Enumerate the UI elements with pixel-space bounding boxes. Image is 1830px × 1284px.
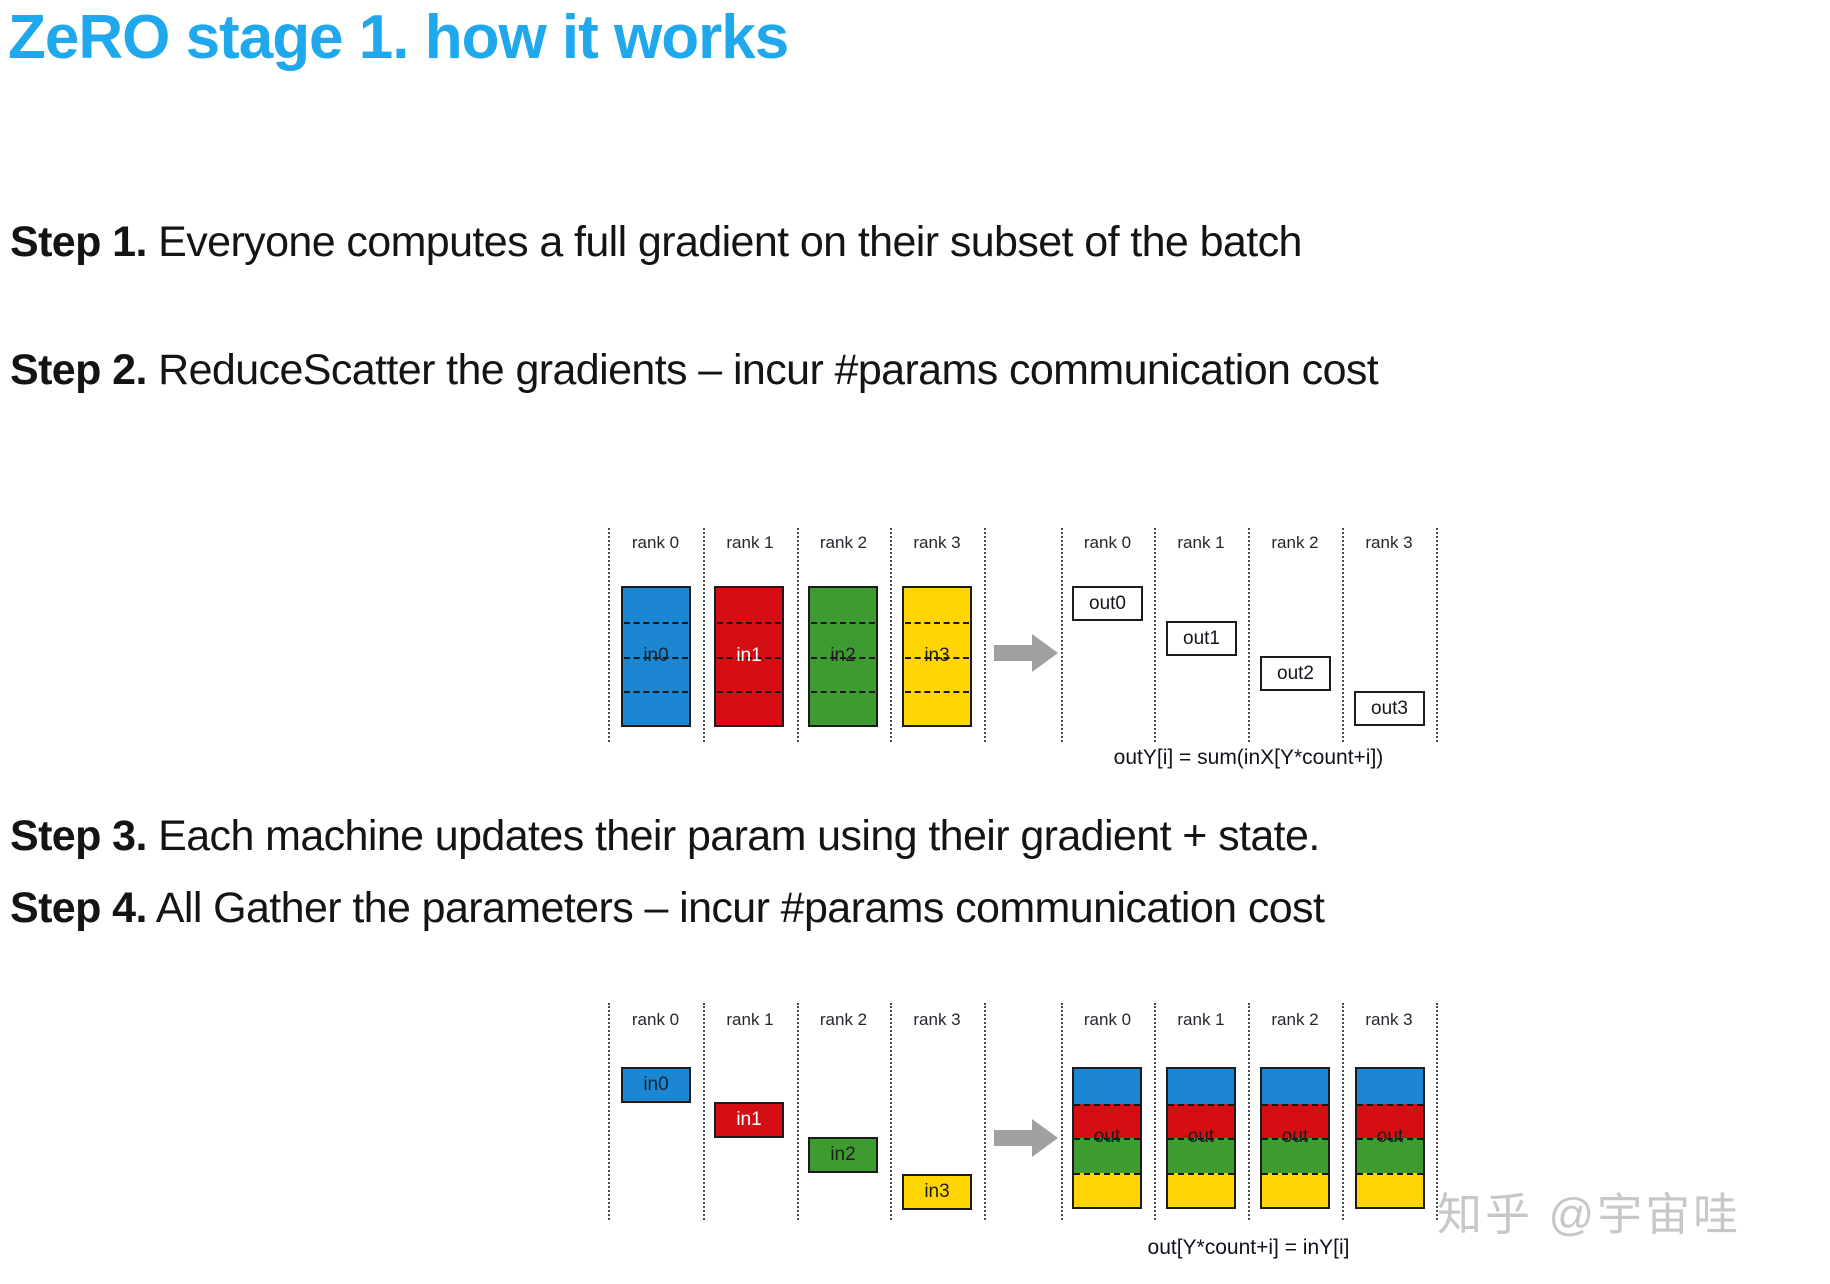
reduce-scatter-output-panel: rank 0 rank 1 rank 2 rank 3 out0 out1 ou… [1061, 528, 1438, 742]
out2-box: out2 [1260, 656, 1331, 691]
gathered-params-bar: out [1260, 1067, 1330, 1209]
column-divider [703, 528, 705, 742]
in1-param-box: in1 [714, 1102, 784, 1138]
chunk-divider [811, 690, 875, 693]
rank-label: rank 2 [1271, 533, 1319, 552]
rank-label: rank 0 [1083, 533, 1132, 552]
all-gather-input-panel: rank 0 rank 1 rank 2 rank 3 in0 in1 in2 … [608, 1003, 986, 1220]
column-divider [1436, 1003, 1438, 1220]
rank-label: rank 1 [1177, 1010, 1225, 1029]
column-divider [1248, 1003, 1250, 1220]
all-gather-formula: out[Y*count+i] = inY[i] [1147, 1236, 1350, 1259]
column-divider [1061, 1003, 1063, 1220]
rank-label: rank 3 [1365, 533, 1413, 552]
column-divider [1436, 528, 1438, 742]
in2-gradient-block: in2 [808, 586, 878, 727]
rank-label: rank 3 [1365, 1010, 1413, 1029]
column-divider [890, 528, 892, 742]
step-4-label: Step 4. [10, 884, 147, 932]
in3-label: in3 [924, 644, 950, 666]
rank-label: rank 3 [913, 533, 961, 552]
column-divider [703, 1003, 705, 1220]
in0-gradient-block: in0 [621, 586, 691, 727]
step-4-text: All Gather the parameters – incur #param… [155, 884, 1325, 932]
step-1-label: Step 1. [10, 218, 147, 266]
chunk-divider [624, 690, 688, 693]
rank-label: rank 2 [819, 533, 868, 552]
column-divider [1061, 528, 1063, 742]
in2-param-box: in2 [808, 1137, 878, 1173]
all-gather-output-panel: rank 0 rank 1 rank 2 rank 3 out out out [1061, 1003, 1438, 1220]
rank-label: rank 2 [1271, 1010, 1319, 1029]
chunk-divider [811, 656, 875, 659]
column-divider [1154, 528, 1156, 742]
gathered-params-bar: out [1355, 1067, 1425, 1209]
rank-label: rank 2 [819, 1010, 868, 1029]
column-divider [890, 1003, 892, 1220]
column-divider [984, 1003, 986, 1220]
right-arrow-icon [994, 1119, 1058, 1157]
column-divider [1248, 528, 1250, 742]
out0-box: out0 [1072, 586, 1143, 621]
watermark: 知乎 @宇宙哇 [1437, 1189, 1742, 1240]
in3-param-box: in3 [902, 1174, 972, 1210]
out3-box: out3 [1354, 691, 1425, 726]
column-divider [984, 528, 986, 742]
in2-label: in2 [830, 644, 856, 666]
column-divider [608, 528, 610, 742]
rank-label: rank 0 [631, 533, 680, 552]
step-3: Step 3. Each machine updates their param… [10, 812, 1320, 861]
chunk-divider [905, 690, 969, 693]
rank-label: rank 1 [726, 1010, 774, 1029]
in1-label: in1 [736, 644, 762, 666]
out-label: out [1187, 1126, 1215, 1148]
step-3-text: Each machine updates their param using t… [158, 812, 1320, 860]
rank-label: rank 0 [1083, 1010, 1132, 1029]
step-2-text: ReduceScatter the gradients – incur #par… [158, 346, 1379, 394]
in1-gradient-block: in1 [714, 586, 784, 727]
out-label: out [1093, 1126, 1121, 1148]
gathered-params-bar: out [1166, 1067, 1236, 1209]
out1-box: out1 [1166, 621, 1237, 656]
column-divider [797, 528, 799, 742]
step-1: Step 1. Everyone computes a full gradien… [10, 218, 1302, 267]
rank-label: rank 1 [1177, 533, 1225, 552]
chunk-divider [717, 656, 781, 659]
in3-gradient-block: in3 [902, 586, 972, 727]
chunk-divider [811, 622, 875, 625]
chunk-divider [624, 656, 688, 659]
right-arrow-icon [994, 634, 1058, 672]
out-label: out [1376, 1126, 1404, 1148]
out-label: out [1281, 1126, 1309, 1148]
step-3-label: Step 3. [10, 812, 147, 860]
chunk-divider [624, 622, 688, 625]
step-2-label: Step 2. [10, 346, 147, 394]
rank-label: rank 1 [726, 533, 774, 552]
in0-label: in0 [643, 644, 669, 666]
gathered-params-bar: out [1072, 1067, 1142, 1209]
chunk-divider [905, 656, 969, 659]
in0-param-box: in0 [621, 1067, 691, 1103]
chunk-divider [905, 622, 969, 625]
reduce-scatter-formula: outY[i] = sum(inX[Y*count+i]) [1113, 746, 1384, 769]
chunk-divider [717, 622, 781, 625]
step-4: Step 4. All Gather the parameters – incu… [10, 884, 1325, 933]
column-divider [1154, 1003, 1156, 1220]
reduce-scatter-input-panel: rank 0 rank 1 rank 2 rank 3 in0 in1 in2 … [608, 528, 986, 742]
rank-label: rank 0 [631, 1010, 680, 1029]
column-divider [797, 1003, 799, 1220]
step-1-text: Everyone computes a full gradient on the… [158, 218, 1302, 266]
chunk-divider [717, 690, 781, 693]
rank-label: rank 3 [913, 1010, 961, 1029]
column-divider [1342, 528, 1344, 742]
column-divider [1342, 1003, 1344, 1220]
column-divider [608, 1003, 610, 1220]
step-2: Step 2. ReduceScatter the gradients – in… [10, 346, 1379, 395]
page-title: ZeRO stage 1. how it works [8, 3, 789, 72]
